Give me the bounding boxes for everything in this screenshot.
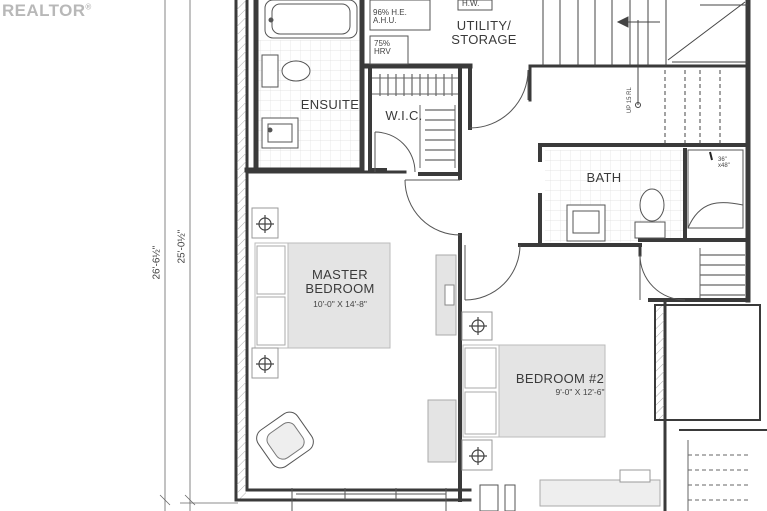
hrv-label-line1: 75% — [374, 39, 391, 48]
ensuite-fixtures — [261, 0, 358, 149]
realtor-watermark: REALTOR® — [2, 1, 92, 21]
shower-size-line2: x48" — [718, 163, 730, 170]
master-bedroom-label: MASTER BEDROOM — [292, 268, 388, 295]
ceiling-lights — [256, 215, 487, 465]
ensuite-label: ENSUITE — [300, 97, 360, 112]
hw-label: H.W. — [462, 0, 480, 8]
ahu-label-line2: A.H.U. — [373, 16, 397, 26]
utility-label-line2: STORAGE — [451, 31, 517, 47]
bath-label: BATH — [586, 170, 622, 185]
bottom-window — [291, 484, 516, 511]
mechanical-equipment — [369, 0, 493, 65]
ahu-label: 96% H.E. A.H.U. — [373, 8, 431, 26]
wic-label: W.I.C. — [385, 108, 423, 123]
dimension-lines — [159, 0, 238, 511]
shower-size-label: 36" x48" — [718, 157, 742, 170]
ahu-label-line1: 96% H.E. — [373, 8, 407, 17]
hrv-label-line2: HRV — [374, 47, 391, 57]
watermark-text: REALTOR — [2, 1, 86, 20]
utility-label: UTILITY/ STORAGE — [446, 19, 522, 46]
outer-dimension-label: 26'-6½" — [151, 245, 163, 280]
bath-fixtures — [566, 149, 744, 242]
bedroom2-label: BEDROOM #2 — [515, 371, 605, 386]
walls — [234, 0, 767, 511]
stair-note: UP 15 RL — [626, 87, 633, 114]
shower-size-line1: 36" — [718, 157, 727, 163]
inner-dimension-label: 25'-0½" — [176, 229, 188, 264]
hrv-label: 75% HRV — [374, 39, 408, 57]
bedroom2-furniture — [427, 311, 661, 507]
bedroom2-size: 9'-0" X 12'-6" — [555, 387, 605, 397]
closets — [372, 74, 745, 298]
master-furniture — [251, 207, 457, 469]
doors — [374, 69, 686, 301]
master-label-line1: MASTER — [312, 267, 368, 282]
watermark-reg: ® — [85, 2, 92, 12]
master-bedroom-size: 10'-0" X 14'-8" — [313, 299, 367, 309]
exterior-steps — [687, 440, 750, 511]
utility-label-line1: UTILITY/ — [456, 18, 512, 33]
stairs — [542, 0, 748, 145]
master-label-line2: BEDROOM — [305, 280, 375, 296]
